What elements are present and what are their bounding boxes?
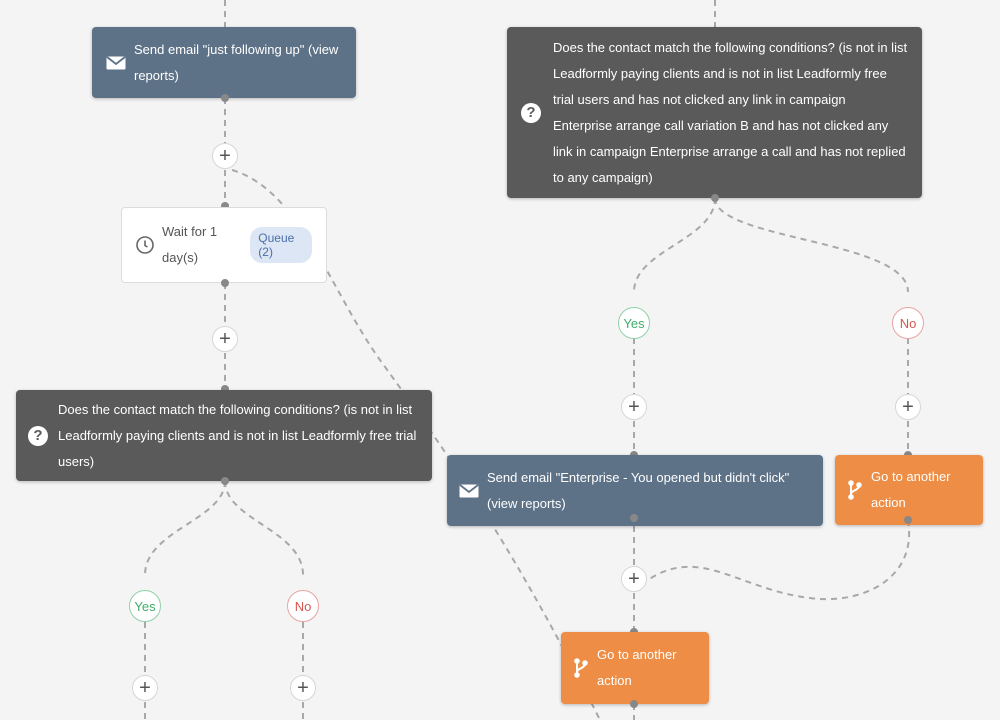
send-email-label: Send email "just following up" (view rep…: [134, 41, 339, 83]
go-to-action-node-bottom[interactable]: Go to another action: [561, 632, 709, 704]
go-to-action-label: Go to another action: [597, 647, 677, 688]
send-email-node-enterprise[interactable]: Send email "Enterprise - You opened but …: [447, 455, 823, 526]
add-step-button[interactable]: +: [621, 566, 647, 592]
condition-node-right[interactable]: ? Does the contact match the following c…: [507, 27, 922, 198]
go-to-action-label: Go to another action: [871, 469, 951, 510]
connector-dot: [711, 194, 719, 202]
connector-dot: [221, 94, 229, 102]
question-icon: ?: [28, 425, 48, 446]
condition-label: Does the contact match the following con…: [553, 39, 908, 185]
branch-no-badge: No: [287, 590, 319, 622]
send-email-node-followup[interactable]: Send email "just following up" (view rep…: [92, 27, 356, 98]
add-step-button[interactable]: +: [132, 675, 158, 701]
branch-icon: [573, 657, 589, 679]
clock-icon: [136, 236, 154, 254]
add-step-button[interactable]: +: [212, 326, 238, 352]
connector-dot: [904, 516, 912, 524]
add-step-button[interactable]: +: [895, 394, 921, 420]
branch-yes-badge: Yes: [129, 590, 161, 622]
add-step-button[interactable]: +: [212, 143, 238, 169]
condition-node-left[interactable]: ? Does the contact match the following c…: [16, 390, 432, 481]
add-step-button[interactable]: +: [621, 394, 647, 420]
envelope-icon: [106, 55, 126, 70]
connector-dot: [221, 477, 229, 485]
branch-no-badge: No: [892, 307, 924, 339]
wait-node[interactable]: Wait for 1 day(s) Queue (2): [121, 207, 327, 283]
connector-dot: [221, 385, 229, 393]
connector-dot: [221, 279, 229, 287]
go-to-action-node-right[interactable]: Go to another action: [835, 455, 983, 525]
branch-yes-badge: Yes: [618, 307, 650, 339]
send-email-label: Send email "Enterprise - You opened but …: [487, 469, 790, 511]
branch-icon: [847, 479, 863, 501]
question-icon: ?: [521, 102, 541, 123]
connector-dot: [630, 514, 638, 522]
connector-dot: [630, 700, 638, 708]
envelope-icon: [459, 483, 479, 498]
queue-badge[interactable]: Queue (2): [250, 227, 312, 263]
condition-label: Does the contact match the following con…: [58, 401, 417, 469]
wait-duration-label: Wait for 1 day(s): [162, 224, 218, 265]
add-step-button[interactable]: +: [290, 675, 316, 701]
connector-dot: [221, 202, 229, 210]
